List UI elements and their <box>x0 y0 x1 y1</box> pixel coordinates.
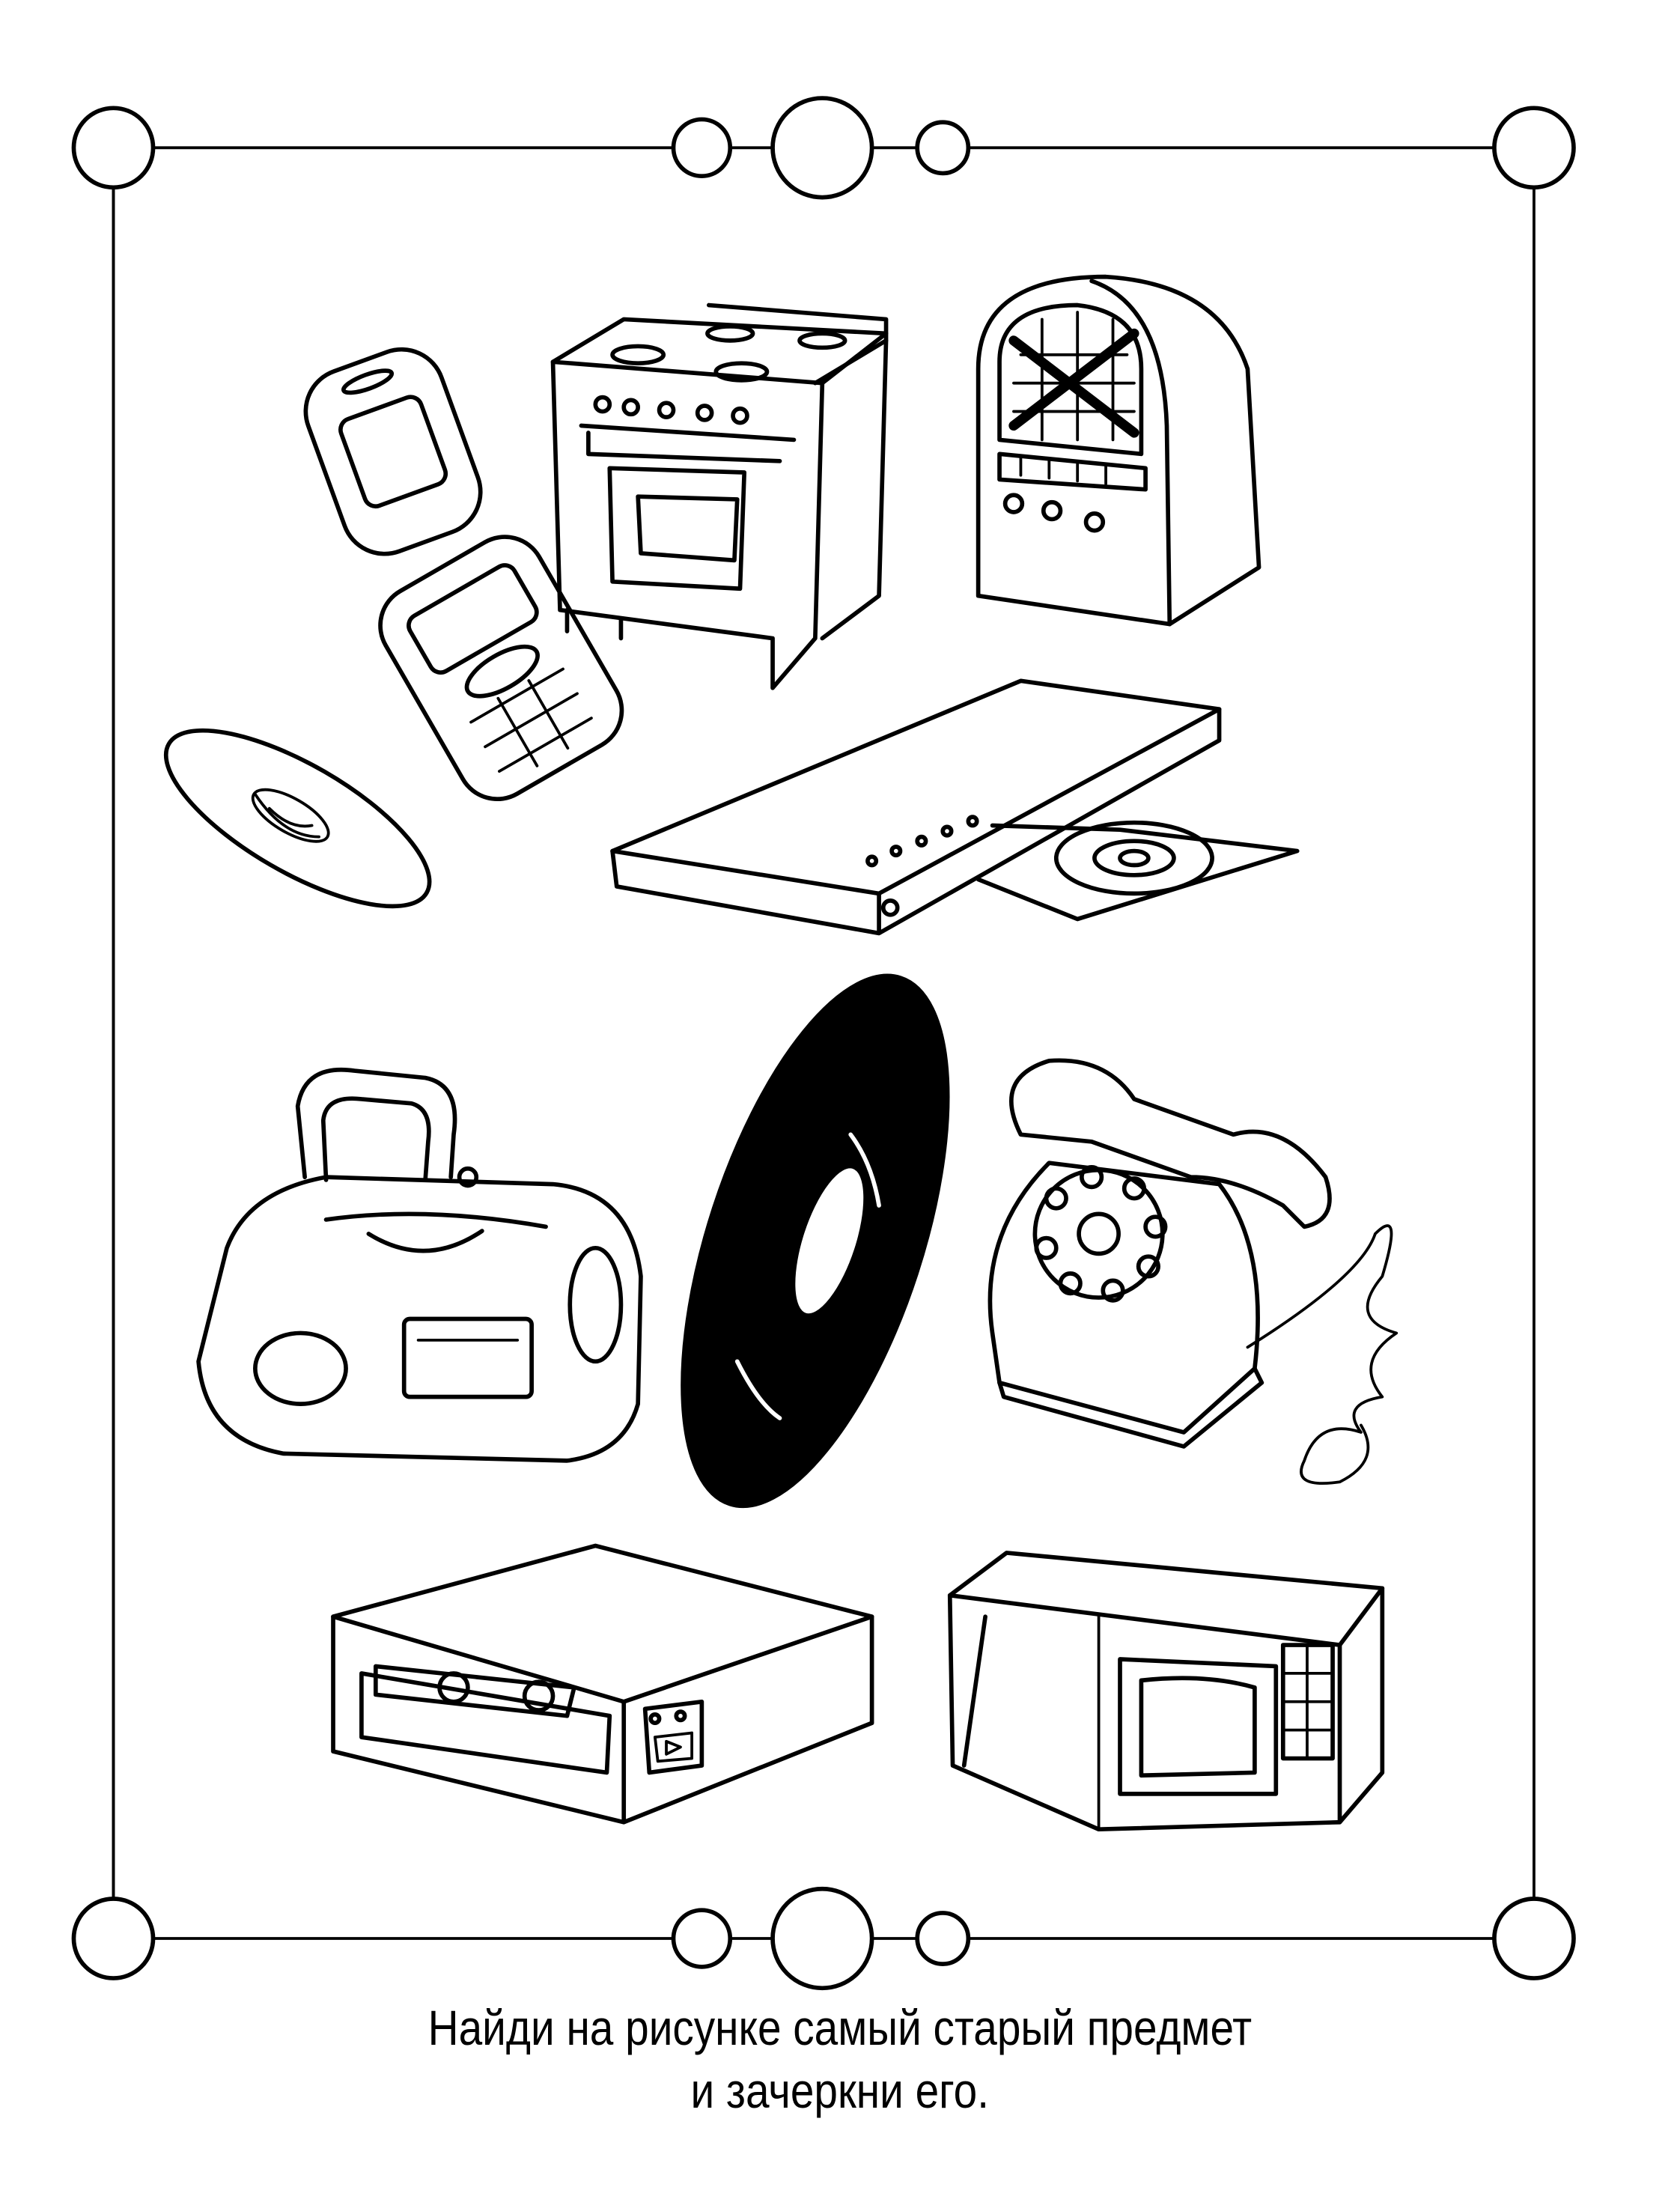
instruction-line-2: и зачеркни его. <box>0 2061 1680 2120</box>
old-radio-drawing <box>976 274 1261 627</box>
decorative-frame <box>71 96 1576 1991</box>
rotary-phone-drawing <box>987 1058 1399 1485</box>
flip-phone-drawing <box>303 347 624 802</box>
instruction-line-1: Найди на рисунке самый старый предмет <box>0 1998 1680 2058</box>
compact-disc-drawing <box>163 728 432 909</box>
instruction-text-1: Найди на рисунке самый старый предмет <box>427 2000 1253 2055</box>
microwave-drawing <box>947 1551 1385 1832</box>
stove-drawing <box>550 302 889 690</box>
instruction-text-2: и зачеркни его. <box>690 2063 990 2118</box>
vcr-drawing <box>331 1543 874 1825</box>
dvd-player-drawing <box>610 678 1300 936</box>
vinyl-record-drawing <box>681 973 950 1509</box>
boombox-drawing <box>196 1068 643 1463</box>
